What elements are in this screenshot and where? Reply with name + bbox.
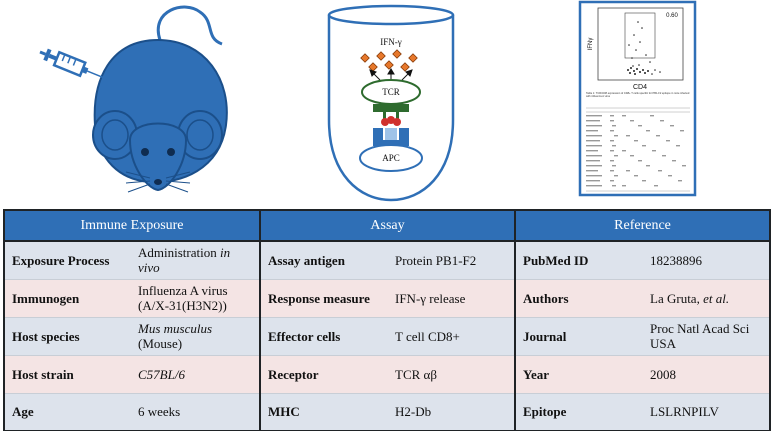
apc-cell — [359, 144, 423, 172]
host-species-latin: Mus musculus — [138, 321, 213, 336]
pubmed-id-key: PubMed ID — [515, 241, 644, 280]
epitope-key: Epitope — [515, 393, 644, 431]
host-species-value: Mus musculus (Mouse) — [131, 317, 261, 356]
table-header-row: Immune Exposure Assay Reference — [4, 210, 771, 242]
well-body — [327, 15, 455, 202]
cytokine-diamonds — [360, 49, 418, 72]
exposure-process-key: Exposure Process — [4, 241, 131, 280]
facs-dots — [627, 21, 661, 75]
mouse-nose — [154, 179, 162, 185]
mouse-eye-right — [167, 148, 175, 156]
receptor-value: TCR αβ — [388, 355, 517, 394]
mouse-eye-left — [141, 148, 149, 156]
immunogen-key: Immunogen — [4, 279, 131, 318]
facs-gate-value: 0.60 — [666, 13, 678, 19]
publication-figure: 0.60 IFNγ CD4 Table 1: TCR/CD8 expressio… — [578, 0, 697, 197]
authors-value: La Gruta, et al. — [643, 279, 771, 318]
illustration-strip: IFN-γ TCR — [39, 0, 697, 202]
pubmed-id-value: 18238896 — [643, 241, 771, 280]
assay-well-diagram: IFN-γ TCR — [327, 4, 455, 202]
mouse-whiskers — [125, 171, 191, 193]
assay-antigen-key: Assay antigen — [260, 241, 388, 280]
response-measure-key: Response measure — [260, 279, 388, 318]
host-species-key: Host species — [4, 317, 131, 356]
host-species-common: (Mouse) — [138, 336, 183, 351]
authors-et-al: et al. — [703, 290, 730, 306]
well-rim — [327, 4, 455, 26]
exposure-process-text: Administration — [138, 245, 220, 261]
header-immune-exposure: Immune Exposure — [4, 210, 261, 242]
table-row: Host species Mus musculus (Mouse) Effect… — [4, 317, 771, 356]
mini-table — [586, 107, 690, 192]
host-strain-value: C57BL/6 — [131, 355, 261, 394]
receptor-key: Receptor — [260, 355, 388, 394]
mhc-key: MHC — [260, 393, 388, 431]
facs-y-label: IFNγ — [588, 38, 594, 51]
facs-caption: Table 1: TCR/CD8 expression of CD8+ T ce… — [586, 92, 690, 99]
facs-caption-box: Table 1: TCR/CD8 expression of CD8+ T ce… — [586, 92, 690, 99]
epitope-data-table: Immune Exposure Assay Reference Exposure… — [3, 209, 772, 431]
header-reference: Reference — [515, 210, 771, 242]
age-key: Age — [4, 393, 131, 431]
mhc-molecule — [373, 128, 409, 146]
ifn-gamma-label: IFN-γ — [380, 37, 401, 47]
table-row: Exposure Process Administration in vivo … — [4, 241, 771, 280]
peptide-epitope — [381, 116, 401, 126]
exposure-process-italic: in vivo — [138, 245, 231, 276]
tcr-label: TCR — [382, 87, 400, 97]
mouse-tail — [156, 5, 223, 46]
year-key: Year — [515, 355, 644, 394]
immunogen-text: Influenza A virus (A/X-31(H3N2)) — [138, 283, 228, 313]
year-value: 2008 — [643, 355, 771, 394]
mini-table-rows — [586, 115, 686, 187]
table-row: Host strain C57BL/6 Receptor TCR αβ Year… — [4, 355, 771, 394]
table-row: Immunogen Influenza A virus (A/X-31(H3N2… — [4, 279, 771, 318]
syringe-icon — [39, 48, 104, 79]
mhc-value: H2-Db — [388, 393, 517, 431]
exposure-process-value: Administration in vivo — [131, 241, 261, 280]
header-assay: Assay — [260, 210, 517, 242]
mouse-illustration — [39, 5, 228, 193]
epitope-value: LSLRNPILV — [643, 393, 771, 431]
mouse-head — [128, 122, 188, 192]
facs-gate — [624, 12, 656, 59]
age-value: 6 weeks — [131, 393, 261, 431]
facs-x-label: CD4 — [633, 84, 647, 91]
journal-key: Journal — [515, 317, 644, 356]
authors-text: La Gruta, — [650, 290, 704, 306]
journal-value: Proc Natl Acad Sci USA — [643, 317, 771, 356]
authors-key: Authors — [515, 279, 644, 318]
assay-antigen-value: Protein PB1-F2 — [388, 241, 517, 280]
effector-cells-key: Effector cells — [260, 317, 388, 356]
immunogen-value: Influenza A virus (A/X-31(H3N2)) — [131, 279, 261, 318]
response-measure-value: IFN-γ release — [388, 279, 517, 318]
facs-plot — [597, 7, 684, 81]
host-strain-key: Host strain — [4, 355, 131, 394]
apc-label: APC — [382, 153, 400, 163]
secretion-arrows — [369, 68, 413, 81]
effector-cells-value: T cell CD8+ — [388, 317, 517, 356]
table-row: Age 6 weeks MHC H2-Db Epitope LSLRNPILV — [4, 393, 771, 431]
